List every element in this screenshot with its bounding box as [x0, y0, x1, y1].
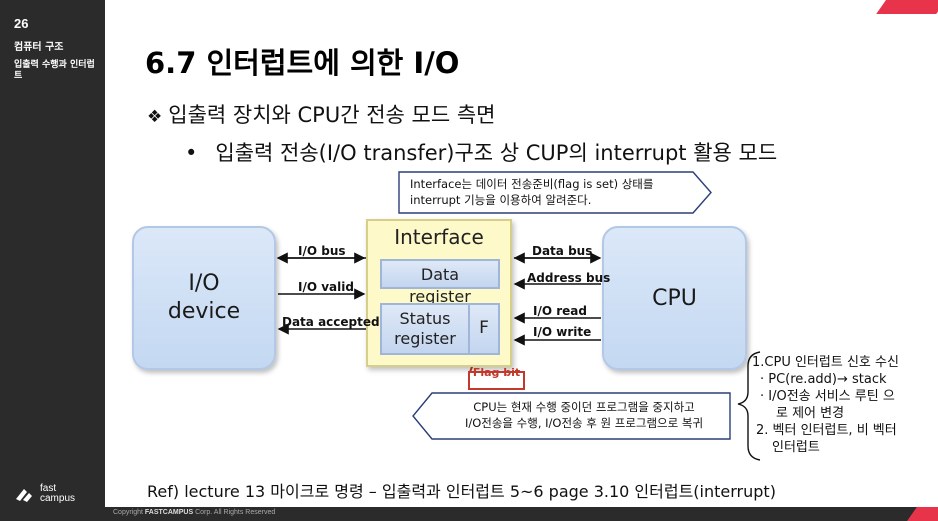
footer: Copyright FASTCAMPUS Corp. All Rights Re… — [105, 507, 938, 521]
course-title: 컴퓨터 구조 — [14, 42, 64, 53]
fastcampus-logo: fast campus — [14, 484, 75, 504]
copyright-suffix: Corp. All Rights Reserved — [195, 509, 276, 516]
io-bus-label: I/O bus — [298, 244, 346, 258]
accent-stripe-top — [876, 0, 938, 14]
copyright: Copyright FASTCAMPUS Corp. All Rights Re… — [113, 509, 275, 516]
flag-bit-box: Flag bit — [468, 367, 525, 390]
callout-top-line2: interrupt 기능을 이용하여 알려준다. — [410, 193, 592, 207]
interrupt-notes: 1.CPU 인터럽트 신호 수신 · PC(re.add)→ stack · I… — [752, 354, 899, 456]
status-register: Status register — [380, 303, 470, 355]
logo-text-fast: fast — [40, 483, 57, 494]
sidebar: 26 컴퓨터 구조 입출력 수행과 인터럽트 fast campus — [0, 0, 105, 521]
callout-bottom-line2: I/O전송을 수행, I/O전송 후 원 프로그램으로 복귀 — [464, 416, 704, 430]
status-register-line1: Status — [399, 309, 451, 328]
flag-box: F — [468, 303, 500, 355]
copyright-prefix: Copyright — [113, 509, 143, 516]
io-valid-label: I/O valid — [298, 280, 354, 294]
notes-line4: 로 제어 변경 — [776, 406, 845, 421]
page-number: 26 — [14, 16, 29, 31]
bullet-level2-text: 입출력 전송(I/O transfer)구조 상 CUP의 interrupt … — [215, 141, 778, 165]
notes-line2: · PC(re.add)→ stack — [760, 372, 887, 387]
dot-bullet-icon: • — [185, 141, 198, 165]
notes-line3: · I/O전송 서비스 루틴 으 — [760, 389, 895, 404]
io-device-label-line2: device — [167, 299, 241, 324]
data-register-line1: Data — [420, 265, 460, 284]
io-write-label: I/O write — [533, 325, 592, 339]
address-bus-label: Address bus — [527, 271, 611, 285]
copyright-brand: FASTCAMPUS — [144, 509, 194, 516]
bullet-level1-text: 입출력 장치와 CPU간 전송 모드 측면 — [168, 103, 496, 127]
cpu-block: CPU — [602, 226, 747, 370]
fastcampus-logo-icon — [16, 489, 32, 502]
bullet-level1: ❖입출력 장치와 CPU간 전송 모드 측면 — [147, 99, 495, 129]
notes-line5: 2. 벡터 인터럽트, 비 벡터 — [756, 423, 897, 438]
callout-bottom-line1: CPU는 현재 수행 중이던 프로그램을 중지하고 — [473, 400, 695, 414]
interface-block: Interface Data register Status register … — [366, 219, 512, 367]
chapter-title: 입출력 수행과 인터럽트 — [14, 60, 95, 81]
status-register-line2: register — [394, 329, 456, 348]
io-device-block: I/O device — [132, 226, 276, 370]
io-device-label-line1: I/O — [188, 271, 220, 296]
interface-title: Interface — [394, 225, 484, 249]
slide-title: 6.7 인터럽트에 의한 I/O — [145, 46, 460, 80]
callout-cpu-action: CPU는 현재 수행 중이던 프로그램을 중지하고 I/O전송을 수행, I/O… — [412, 392, 732, 440]
bullet-level2: • 입출력 전송(I/O transfer)구조 상 CUP의 interrupt… — [185, 137, 777, 167]
data-bus-label: Data bus — [532, 244, 593, 258]
diamond-bullet-icon: ❖ — [147, 107, 163, 127]
callout-top-line1: Interface는 데이터 전송준비(flag is set) 상태를 — [410, 177, 654, 191]
cpu-label: CPU — [652, 285, 697, 311]
notes-line6: 인터럽트 — [772, 440, 820, 455]
reference-line: Ref) lecture 13 마이크로 명령 – 입출력과 인터럽트 5~6 … — [147, 482, 776, 501]
io-read-label: I/O read — [533, 304, 587, 318]
data-register: Data register — [380, 259, 500, 306]
flag-bit-label: Flag bit — [472, 366, 521, 379]
data-register-line2: register — [409, 287, 471, 306]
notes-line1: 1.CPU 인터럽트 신호 수신 — [752, 355, 899, 370]
data-accepted-label: Data accepted — [282, 315, 380, 329]
callout-interface-notice: Interface는 데이터 전송준비(flag is set) 상태를 int… — [398, 171, 712, 214]
logo-text-campus: campus — [40, 493, 76, 504]
